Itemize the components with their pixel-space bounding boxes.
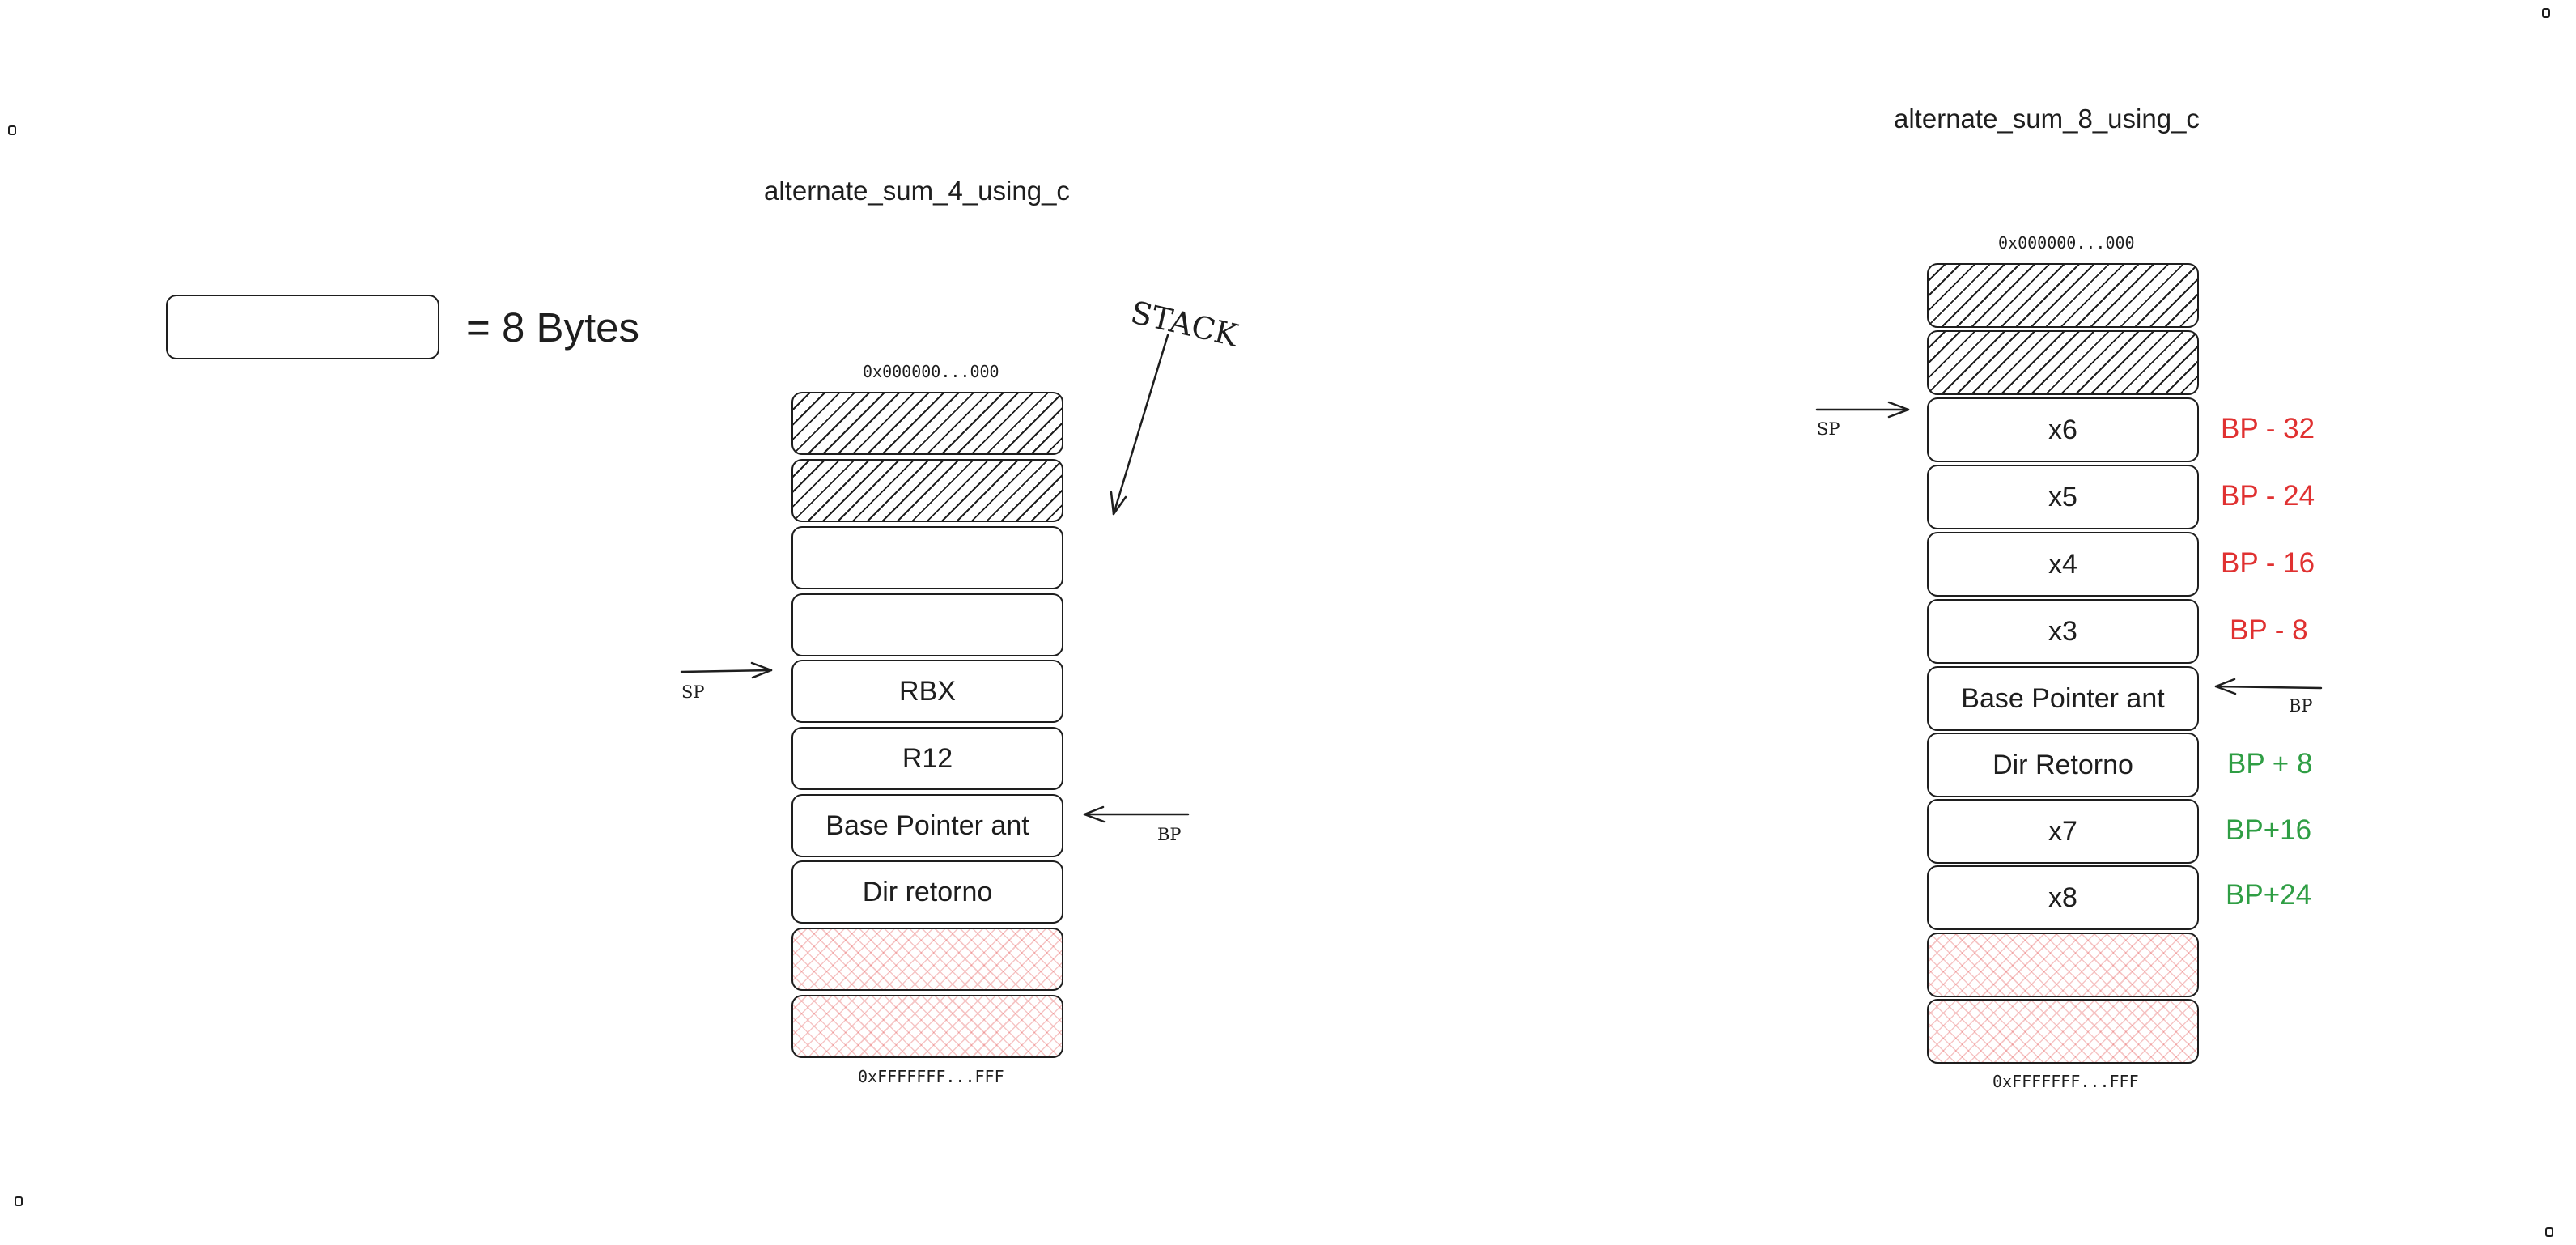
right-bp-arrow-icon: [2214, 678, 2323, 695]
stack-label: STACK: [1127, 294, 1241, 354]
right-stack-title: alternate_sum_8_using_c: [1894, 104, 2200, 134]
left-sp-label: SP: [681, 682, 705, 702]
right-cell-x5: x5: [1927, 465, 2199, 529]
left-empty-cell-2: [791, 593, 1063, 656]
left-cell-r12: R12: [791, 727, 1063, 790]
legend-cell: [166, 295, 439, 359]
right-cell-x4: x4: [1927, 532, 2199, 597]
left-cell-rbx: RBX: [791, 660, 1063, 723]
left-stack-title: alternate_sum_4_using_c: [764, 176, 1070, 206]
resize-handle-icon[interactable]: [15, 1196, 23, 1206]
left-bottom-address: 0xFFFFFFF...FFF: [858, 1067, 1004, 1086]
right-cell-base-pointer: Base Pointer ant: [1927, 666, 2199, 731]
right-sp-label: SP: [1817, 419, 1840, 439]
right-bottom-address: 0xFFFFFFF...FFF: [1992, 1072, 2139, 1091]
right-cell-x8: x8: [1927, 865, 2199, 930]
right-cell-x7: x7: [1927, 799, 2199, 864]
stack-direction-arrow-icon: [1110, 334, 1169, 516]
left-padding-cell-1: [791, 928, 1063, 991]
right-cell-x3: x3: [1927, 599, 2199, 664]
left-sp-arrow-icon: [680, 661, 773, 679]
offset-bp-plus-8: BP + 8: [2227, 748, 2313, 780]
right-reserved-cell-1: [1927, 263, 2199, 328]
resize-handle-icon[interactable]: [8, 125, 16, 135]
right-sp-arrow-icon: [1815, 401, 1910, 419]
left-cell-base-pointer: Base Pointer ant: [791, 794, 1063, 857]
right-top-address: 0x000000...000: [1998, 233, 2135, 253]
left-empty-cell-1: [791, 526, 1063, 589]
left-cell-return-address: Dir retorno: [791, 860, 1063, 924]
left-top-address: 0x000000...000: [863, 362, 999, 381]
offset-bp-minus-32: BP - 32: [2221, 413, 2315, 444]
resize-handle-icon[interactable]: [2542, 8, 2550, 18]
right-padding-cell-2: [1927, 999, 2199, 1064]
right-padding-cell-1: [1927, 933, 2199, 997]
right-cell-return-address: Dir Retorno: [1927, 733, 2199, 797]
offset-bp-plus-16: BP+16: [2226, 814, 2312, 846]
left-bp-arrow-icon: [1083, 805, 1190, 823]
left-padding-cell-2: [791, 995, 1063, 1058]
left-reserved-cell-1: [791, 392, 1063, 455]
offset-bp-plus-24: BP+24: [2226, 879, 2312, 911]
legend-label: = 8 Bytes: [466, 304, 640, 351]
right-cell-x6: x6: [1927, 397, 2199, 462]
left-bp-label: BP: [1157, 825, 1182, 844]
offset-bp-minus-8: BP - 8: [2230, 614, 2308, 646]
offset-bp-minus-16: BP - 16: [2221, 547, 2315, 579]
right-reserved-cell-2: [1927, 330, 2199, 395]
left-reserved-cell-2: [791, 459, 1063, 522]
offset-bp-minus-24: BP - 24: [2221, 480, 2315, 512]
right-bp-label: BP: [2289, 696, 2313, 716]
resize-handle-icon[interactable]: [2545, 1227, 2553, 1237]
